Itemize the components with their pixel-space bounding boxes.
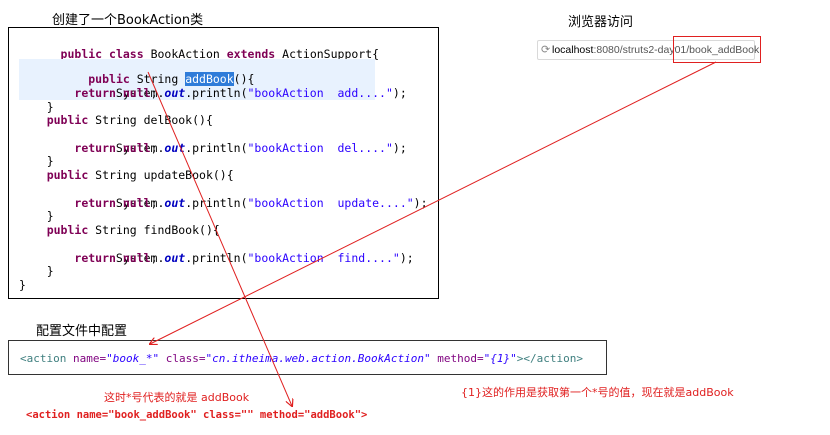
browser-caption: 浏览器访问: [568, 15, 634, 30]
url-highlight-box: [673, 36, 761, 63]
code-line-class-decl: public class BookAction extends ActionSu…: [19, 34, 380, 75]
println-close: );: [399, 250, 414, 265]
code-line-findbook: public String findBook(){: [19, 223, 220, 238]
findbook-decl: public String findBook(){: [46, 223, 220, 237]
return-stmt: return null;: [74, 196, 158, 210]
code-line-class-end: }: [19, 278, 26, 293]
return-stmt: return null;: [74, 251, 158, 265]
println-close: );: [392, 140, 407, 155]
placeholder-explanation: {1}这的作用是获取第一个*号的值，现在就是addBook: [461, 386, 734, 399]
code-panel: public class BookAction extends ActionSu…: [8, 27, 439, 299]
out-field: out: [164, 85, 186, 100]
println-call: .println(: [185, 195, 248, 210]
config-caption: 配置文件中配置: [36, 324, 128, 339]
code-line-brace-4: }: [19, 264, 54, 279]
name-attr: name=: [72, 352, 107, 365]
find-string: "bookAction find....": [247, 250, 400, 265]
method-value: "{1}": [483, 352, 517, 365]
class-attr: class=: [165, 352, 206, 365]
out-field: out: [164, 250, 186, 265]
code-line-brace-2: }: [19, 154, 54, 169]
println-close: );: [392, 85, 407, 100]
add-string: "bookAction add....": [247, 85, 393, 100]
code-line-delbook: public String delBook(){: [19, 113, 213, 128]
delbook-decl: public String delBook(){: [46, 113, 213, 127]
println-close: );: [413, 195, 428, 210]
url-host: localhost: [552, 44, 594, 56]
star-note: 这时*号代表的就是 addBook: [104, 391, 250, 404]
closing-brace: }: [19, 209, 54, 223]
url-path: :8080/struts2-day01/book_addBook: [593, 44, 760, 56]
class-closing-brace: }: [19, 278, 26, 292]
class-value: "cn.itheima.web.action.BookAction": [205, 352, 431, 365]
action-tag-close: ></action>: [516, 352, 583, 365]
browser-address-bar[interactable]: ⟳ localhost:8080/struts2-day01/book_addB…: [537, 40, 759, 60]
method-attr: method=: [437, 352, 484, 365]
class-declaration: public class BookAction extends ActionSu…: [60, 46, 380, 61]
updatebook-decl: public String updateBook(){: [46, 168, 234, 182]
out-field: out: [164, 195, 186, 210]
code-line-return-1: return null;: [19, 86, 158, 101]
update-string: "bookAction update....": [247, 195, 414, 210]
del-string: "bookAction del....": [247, 140, 393, 155]
name-value: "book_*": [106, 352, 160, 365]
class-caption: 创建了一个BookAction类: [52, 13, 204, 28]
println-call: .println(: [185, 85, 248, 100]
action-tag-open: <action: [20, 352, 67, 365]
config-panel: <action name="book_*" class="cn.itheima.…: [8, 340, 607, 375]
println-call: .println(: [185, 250, 248, 265]
struts-action-config: <action name="book_*" class="cn.itheima.…: [20, 352, 583, 365]
return-stmt: return null;: [74, 141, 158, 155]
closing-brace: }: [19, 100, 54, 114]
code-line-brace-1: }: [19, 100, 54, 115]
out-field: out: [164, 140, 186, 155]
code-line-updatebook: public String updateBook(){: [19, 168, 234, 183]
closing-brace: }: [19, 154, 54, 168]
return-stmt: return null;: [74, 86, 158, 100]
resolved-action: <action name="book_addBook" class="" met…: [26, 409, 368, 421]
code-line-brace-3: }: [19, 209, 54, 224]
url-text: localhost:8080/struts2-day01/book_addBoo…: [552, 44, 759, 56]
closing-brace: }: [19, 264, 54, 278]
reload-icon[interactable]: ⟳: [541, 44, 551, 56]
println-call: .println(: [185, 140, 248, 155]
